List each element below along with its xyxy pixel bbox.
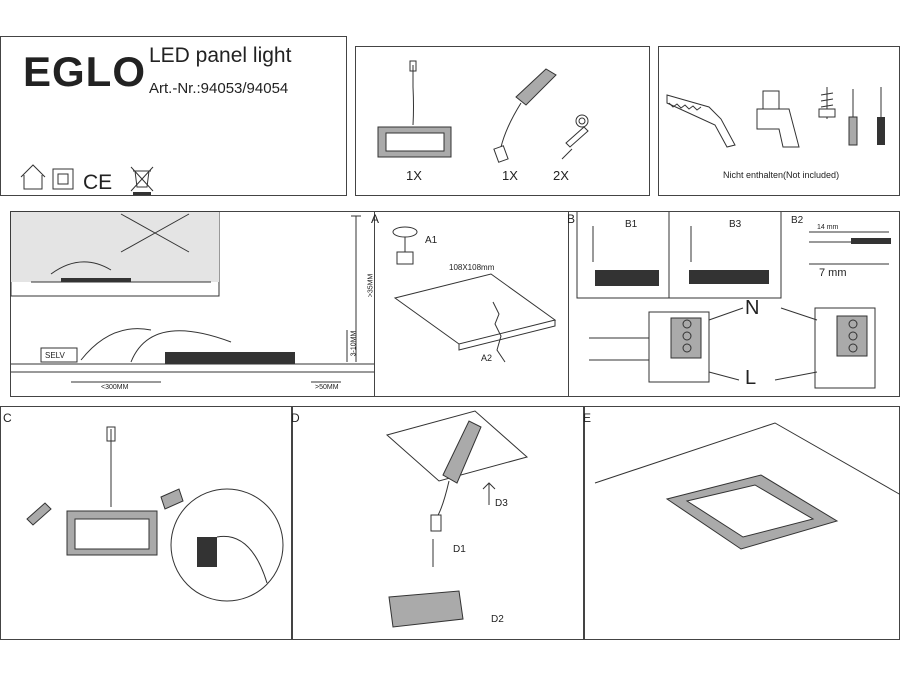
- product-title: LED panel light: [149, 44, 292, 67]
- terminal-block-right: [814, 307, 876, 389]
- drill-icon: [756, 90, 800, 148]
- dim-ceiling: 3-10MM: [350, 330, 358, 357]
- contents-panel: 1X 1X 2X: [355, 46, 650, 196]
- svg-text:CE: CE: [83, 171, 112, 194]
- step-e-panel: E: [583, 406, 900, 640]
- brand-logo: EGLO: [23, 48, 147, 95]
- strip-wire-illustration: [809, 231, 891, 265]
- step-d-letter: D: [291, 411, 300, 425]
- driver-illustration: [493, 68, 557, 163]
- tools-panel: Nicht enthalten(Not included): [658, 46, 900, 196]
- live-label: L: [745, 367, 757, 389]
- strip-7-label: 7 mm: [819, 267, 847, 279]
- header-panel: EGLO LED panel light Art.-Nr.:94053/9405…: [0, 36, 347, 196]
- flat-screwdriver-icon: [848, 89, 858, 146]
- step-a-panel: A A1 108X108mm A2: [371, 211, 569, 397]
- step-b3-label: B3: [729, 219, 742, 230]
- overview-panel: SELV >35MM 3-10MM <300MM >50MM: [10, 211, 376, 397]
- cutout-label: 108X108mm: [449, 263, 495, 272]
- step-d-drawing: [385, 410, 529, 628]
- driver-b3-illustration: [689, 226, 769, 284]
- step-b-drawing: [576, 212, 891, 389]
- anchor-screw-icon: [818, 87, 836, 119]
- spring-clip-illustration: [561, 114, 589, 160]
- tools-drawing: [666, 87, 885, 148]
- step-b-letter: B: [567, 212, 576, 226]
- hole-saw-icon: [392, 226, 418, 265]
- phillips-screwdriver-icon: [877, 87, 885, 145]
- certification-icons: CE: [20, 164, 154, 195]
- selv-label: SELV: [45, 351, 65, 360]
- step-a-letter: A: [371, 212, 380, 226]
- step-c-panel: C: [0, 406, 292, 640]
- tools-note: Nicht enthalten(Not included): [723, 170, 840, 180]
- class-ii-icon: [52, 168, 74, 190]
- step-b1-label: B1: [625, 219, 638, 230]
- dim-edge: >50MM: [315, 384, 339, 391]
- step-b-panel: B B1 B3 B: [567, 211, 900, 397]
- step-e-letter: E: [583, 411, 592, 425]
- terminal-block-left: [589, 311, 710, 383]
- qty-driver: 1X: [502, 168, 518, 183]
- panel-light-illustration: [377, 60, 452, 158]
- qty-panel: 1X: [406, 168, 422, 183]
- weee-bin-icon: [130, 166, 154, 195]
- neutral-label: N: [745, 297, 760, 319]
- step-a-drawing: [392, 226, 557, 363]
- qty-springs: 2X: [553, 168, 569, 183]
- step-d-panel: D D3 D1 D2: [291, 406, 584, 640]
- house-icon: [20, 164, 46, 190]
- dim-cable: <300MM: [101, 384, 129, 391]
- driver-b1-illustration: [592, 226, 659, 286]
- contents-drawing: [377, 60, 589, 163]
- step-d2-label: D2: [491, 614, 504, 625]
- step-d1-label: D1: [453, 544, 466, 555]
- saw-icon: [666, 94, 736, 148]
- strip-14-label: 14 mm: [817, 224, 839, 231]
- overview-drawing: [10, 211, 376, 383]
- step-b2-label: B2: [791, 215, 804, 226]
- step-d3-label: D3: [495, 498, 508, 509]
- article-number: Art.-Nr.:94053/94054: [149, 80, 289, 97]
- ce-mark-icon: CE: [83, 171, 112, 194]
- step-a1-label: A1: [425, 235, 438, 246]
- step-c-letter: C: [3, 411, 12, 425]
- step-a2-label: A2: [481, 353, 493, 363]
- spring-clip-icon: [26, 502, 52, 526]
- step-e-drawing: [594, 422, 900, 550]
- step-c-drawing: [26, 426, 284, 602]
